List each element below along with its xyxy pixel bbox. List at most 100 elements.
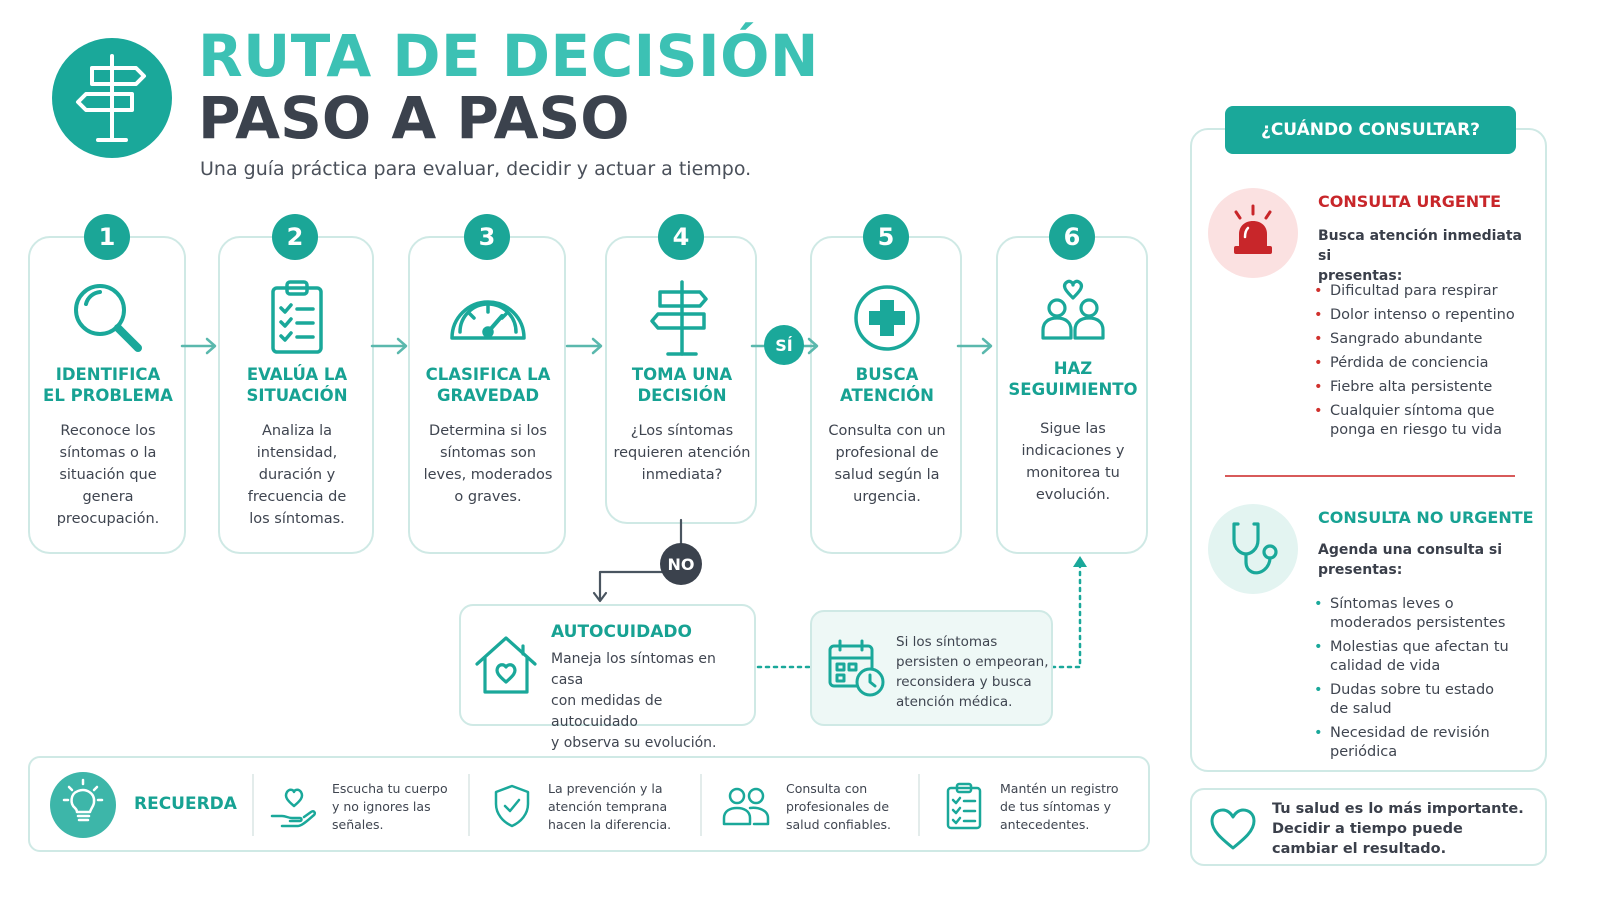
remember-label: RECUERDA bbox=[134, 794, 237, 814]
reconsider-box: Si los síntomas persisten o empeoran, re… bbox=[810, 610, 1053, 726]
remember-item-text: hacen la diferencia. bbox=[548, 817, 672, 832]
step-4-number: 4 bbox=[658, 214, 704, 260]
step-4-text-line: ¿Los síntomas bbox=[630, 423, 734, 439]
professionals-icon bbox=[720, 780, 772, 832]
step-5-title-2: ATENCIÓN bbox=[840, 386, 934, 405]
yes-decision-badge: SÍ bbox=[764, 325, 804, 365]
step-6-title-1: HAZ bbox=[1053, 359, 1093, 378]
closing-message-box: Tu salud es lo más importante. Decidir a… bbox=[1190, 788, 1547, 866]
divider bbox=[468, 774, 470, 836]
people-heart-icon bbox=[1031, 272, 1115, 356]
alarm-siren-icon bbox=[1208, 188, 1298, 278]
no-decision-badge: NO bbox=[660, 543, 702, 585]
step-5-title-1: BUSCA bbox=[855, 365, 919, 384]
step-1-title-2: EL PROBLEMA bbox=[43, 386, 173, 405]
step-2-number: 2 bbox=[272, 214, 318, 260]
selfcare-text-line: Maneja los síntomas en casa bbox=[551, 651, 716, 688]
hand-heart-icon bbox=[268, 780, 320, 832]
divider bbox=[252, 774, 254, 836]
reconsider-text-line: reconsidera y busca bbox=[896, 674, 1032, 690]
step-3-text-line: o graves. bbox=[454, 489, 522, 505]
reconsider-text-line: Si los síntomas bbox=[896, 634, 998, 650]
step-4-text-line: requieren atención bbox=[613, 445, 751, 461]
step-5-number: 5 bbox=[863, 214, 909, 260]
step-card-5: BUSCA ATENCIÓN Consulta con un profesion… bbox=[810, 236, 962, 554]
shield-check-icon bbox=[486, 780, 538, 832]
selfcare-title: AUTOCUIDADO bbox=[551, 622, 692, 642]
lightbulb-icon bbox=[50, 772, 116, 838]
step-3-text-line: Determina si los bbox=[429, 423, 547, 439]
closing-text-line: Tu salud es lo más importante. bbox=[1272, 801, 1524, 817]
section-divider bbox=[1225, 475, 1515, 477]
step-4-title-1: TOMA UNA bbox=[631, 365, 733, 384]
list-item: Dolor intenso o repentino bbox=[1314, 306, 1539, 325]
step-card-2: EVALÚA LA SITUACIÓN Analiza la intensida… bbox=[218, 236, 374, 554]
step-1-text-line: síntomas o la bbox=[59, 445, 157, 461]
selfcare-text-line: y observa su evolución. bbox=[551, 735, 717, 751]
list-item: Pérdida de conciencia bbox=[1314, 354, 1539, 373]
non-urgent-title: CONSULTA NO URGENTE bbox=[1318, 508, 1534, 527]
step-card-4: TOMA UNA DECISIÓN ¿Los síntomas requiere… bbox=[605, 236, 757, 524]
step-6-text-line: evolución. bbox=[1035, 487, 1111, 503]
step-2-text-line: los síntomas. bbox=[249, 511, 345, 527]
step-card-6: HAZ SEGUIMIENTO Sigue las indicaciones y… bbox=[996, 236, 1148, 554]
step-2-text-line: duración y bbox=[258, 467, 336, 483]
logo-signpost-icon bbox=[52, 38, 172, 158]
remember-item-text: atención temprana bbox=[548, 799, 668, 814]
urgent-title: CONSULTA URGENTE bbox=[1318, 192, 1502, 211]
step-5-text-line: salud según la bbox=[834, 467, 940, 483]
non-urgent-subtitle-line: Agenda una consulta si bbox=[1318, 542, 1503, 558]
step-5-text-line: Consulta con un bbox=[828, 423, 946, 439]
when-to-consult-heading: ¿CUÁNDO CONSULTAR? bbox=[1225, 106, 1516, 154]
clipboard-checklist-icon bbox=[255, 276, 339, 360]
step-5-text-line: profesional de bbox=[835, 445, 939, 461]
reconsider-text-line: persisten o empeoran, bbox=[896, 654, 1049, 670]
title-line-2: PASO A PASO bbox=[198, 84, 630, 152]
signpost-icon bbox=[640, 276, 724, 360]
step-1-text-line: preocupación. bbox=[56, 511, 160, 527]
heart-icon bbox=[1206, 802, 1260, 856]
step-6-text-line: indicaciones y bbox=[1021, 443, 1125, 459]
step-2-text-line: Analiza la bbox=[261, 423, 333, 439]
urgent-subtitle-line: Busca atención inmediata si bbox=[1318, 228, 1523, 264]
closing-text-line: cambiar el resultado. bbox=[1272, 841, 1447, 857]
step-1-text-line: situación que bbox=[59, 467, 157, 483]
step-3-title-1: CLASIFICA LA bbox=[425, 365, 551, 384]
step-3-text-line: síntomas son bbox=[439, 445, 537, 461]
remember-item-text: señales. bbox=[332, 817, 384, 832]
record-clipboard-icon bbox=[938, 780, 990, 832]
closing-text-line: Decidir a tiempo puede bbox=[1272, 821, 1463, 837]
selfcare-text-line: con medidas de autocuidado bbox=[551, 693, 663, 730]
title-line-1: RUTA DE DECISIÓN bbox=[198, 22, 819, 90]
medical-cross-icon bbox=[845, 276, 929, 360]
step-2-text-line: intensidad, bbox=[256, 445, 338, 461]
step-1-title-1: IDENTIFICA bbox=[55, 365, 161, 384]
non-urgent-subtitle-line: presentas: bbox=[1318, 562, 1403, 578]
flow-connectors bbox=[180, 337, 1087, 669]
step-1-number: 1 bbox=[84, 214, 130, 260]
step-3-text-line: leves, moderados bbox=[423, 467, 553, 483]
step-2-title-1: EVALÚA LA bbox=[246, 365, 348, 384]
magnifier-icon bbox=[66, 276, 150, 360]
step-5-text-line: urgencia. bbox=[853, 489, 921, 505]
remember-item-text: de tus síntomas y bbox=[1000, 799, 1112, 814]
step-3-number: 3 bbox=[464, 214, 510, 260]
remember-item-text: y no ignores las bbox=[332, 799, 431, 814]
step-6-text-line: Sigue las bbox=[1040, 421, 1106, 437]
remember-item-text: Escucha tu cuerpo bbox=[332, 781, 448, 796]
remember-bar: RECUERDA Escucha tu cuerpo y no ignores … bbox=[28, 756, 1150, 852]
step-card-3: CLASIFICA LA GRAVEDAD Determina si los s… bbox=[408, 236, 566, 554]
reconsider-text-line: atención médica. bbox=[896, 694, 1013, 710]
calendar-clock-icon bbox=[824, 636, 888, 700]
remember-item-text: profesionales de bbox=[786, 799, 890, 814]
remember-item-text: antecedentes. bbox=[1000, 817, 1090, 832]
list-item: Dificultad para respirar bbox=[1314, 282, 1539, 301]
urgent-subtitle-line: presentas: bbox=[1318, 268, 1403, 284]
step-6-title-2: SEGUIMIENTO bbox=[1008, 380, 1138, 399]
divider bbox=[918, 774, 920, 836]
step-6-text-line: monitorea tu bbox=[1026, 465, 1120, 481]
